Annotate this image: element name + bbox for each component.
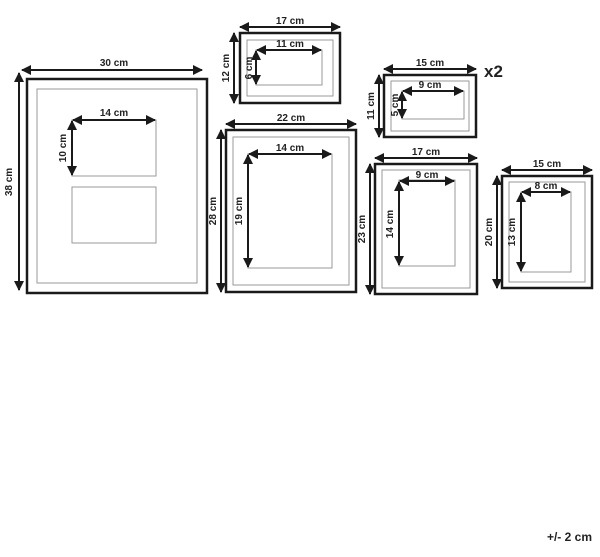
opening-height-label: 10 cm	[58, 134, 69, 162]
opening-width-label: 9 cm	[416, 170, 439, 181]
frame-mat	[36, 88, 198, 284]
frame-outer	[382, 73, 478, 139]
photo-opening	[71, 119, 157, 177]
frame-17x12: 17 cm 12 cm 11 cm 6 cm	[221, 16, 342, 105]
frame-15x20: 15 cm 20 cm 8 cm 13 cm	[484, 159, 594, 290]
frame-mat	[381, 169, 471, 289]
opening-width-label: 9 cm	[419, 80, 442, 91]
height-label: 28 cm	[208, 197, 219, 225]
opening-width-label: 14 cm	[100, 108, 128, 119]
opening-height-label: 13 cm	[507, 218, 518, 246]
frame-mat	[246, 39, 334, 97]
tolerance-note: +/- 2 cm	[547, 530, 592, 544]
opening-height-label: 6 cm	[244, 56, 255, 79]
width-label: 15 cm	[416, 58, 444, 69]
frame-outer	[373, 162, 479, 296]
photo-opening	[520, 191, 572, 273]
opening-height-label: 19 cm	[234, 197, 245, 225]
opening-height-label: 14 cm	[385, 210, 396, 238]
height-label: 12 cm	[221, 54, 232, 82]
height-label: 11 cm	[366, 92, 377, 120]
photo-opening	[401, 90, 465, 120]
opening-width-label: 8 cm	[535, 181, 558, 192]
photo-opening	[247, 153, 333, 269]
frame-outer	[500, 174, 594, 290]
height-label: 23 cm	[357, 215, 368, 243]
frame-mat	[390, 80, 470, 132]
width-label: 17 cm	[276, 16, 304, 27]
width-label: 30 cm	[100, 58, 128, 69]
frame-15x11: 15 cm 11 cm 9 cm 5 cm x2	[366, 58, 503, 139]
frame-outer	[25, 77, 209, 295]
frame-30x38: 30 cm 38 cm 14 cm 10 cm	[4, 58, 209, 295]
width-label: 15 cm	[533, 159, 561, 170]
width-label: 22 cm	[277, 113, 305, 124]
height-label: 38 cm	[4, 168, 15, 196]
opening-height-label: 5 cm	[390, 93, 401, 116]
quantity-label: x2	[484, 62, 503, 81]
frame-mat	[508, 181, 586, 283]
opening-width-label: 11 cm	[276, 39, 304, 50]
photo-opening	[398, 179, 456, 267]
photo-opening	[255, 49, 323, 86]
width-label: 17 cm	[412, 147, 440, 158]
frame-mat	[232, 136, 350, 286]
frame-22x28: 22 cm 28 cm 14 cm 19 cm	[208, 113, 358, 294]
frame-17x23: 17 cm 23 cm 9 cm 14 cm	[357, 147, 479, 296]
photo-opening	[71, 186, 157, 244]
height-label: 20 cm	[484, 218, 495, 246]
frame-outer	[224, 128, 358, 294]
frame-outer	[238, 31, 342, 105]
opening-width-label: 14 cm	[276, 143, 304, 154]
